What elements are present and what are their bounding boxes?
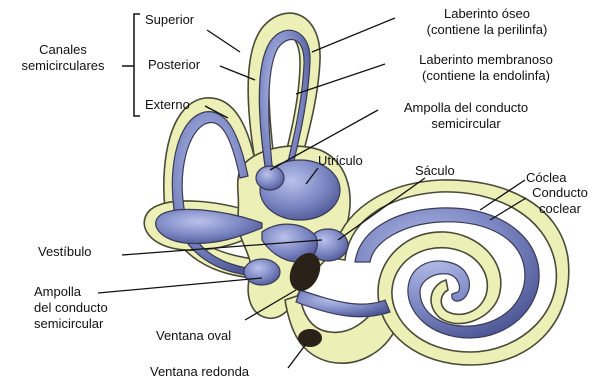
label-laberinto-membranoso: Laberinto membranoso (contiene la endoli…	[386, 52, 586, 84]
label-vestibulo: Vestíbulo	[38, 244, 92, 260]
leader-superior	[207, 30, 240, 52]
label-saculo: Sáculo	[415, 163, 455, 179]
label-ampolla-conducto-left: Ampolla del conducto semicircular	[34, 284, 108, 332]
label-conducto-coclear: Conducto coclear	[522, 185, 598, 217]
canals-bracket	[122, 14, 140, 116]
label-posterior: Posterior	[148, 57, 200, 73]
label-utriculo: Utrículo	[318, 153, 363, 169]
label-ventana-redonda: Ventana redonda	[150, 364, 249, 380]
label-ventana-oval: Ventana oval	[156, 328, 231, 344]
leader-ventana-redonda	[288, 344, 306, 368]
leader-ampolla-left	[98, 278, 262, 293]
label-ampolla-conducto-semicircular: Ampolla del conducto semicircular	[372, 100, 560, 132]
label-canales-semicirculares: Canales semicirculares	[4, 42, 122, 74]
label-laberinto-oseo: Laberinto óseo (contiene la perilinfa)	[392, 6, 582, 38]
label-coclea: Cóclea	[526, 170, 566, 186]
label-externo: Externo	[145, 97, 190, 113]
ductus-reuniens	[296, 290, 390, 317]
label-superior: Superior	[145, 12, 194, 28]
leader-laberinto-oseo	[312, 18, 395, 52]
round-window	[298, 329, 322, 347]
ampulla-lower	[244, 259, 280, 285]
